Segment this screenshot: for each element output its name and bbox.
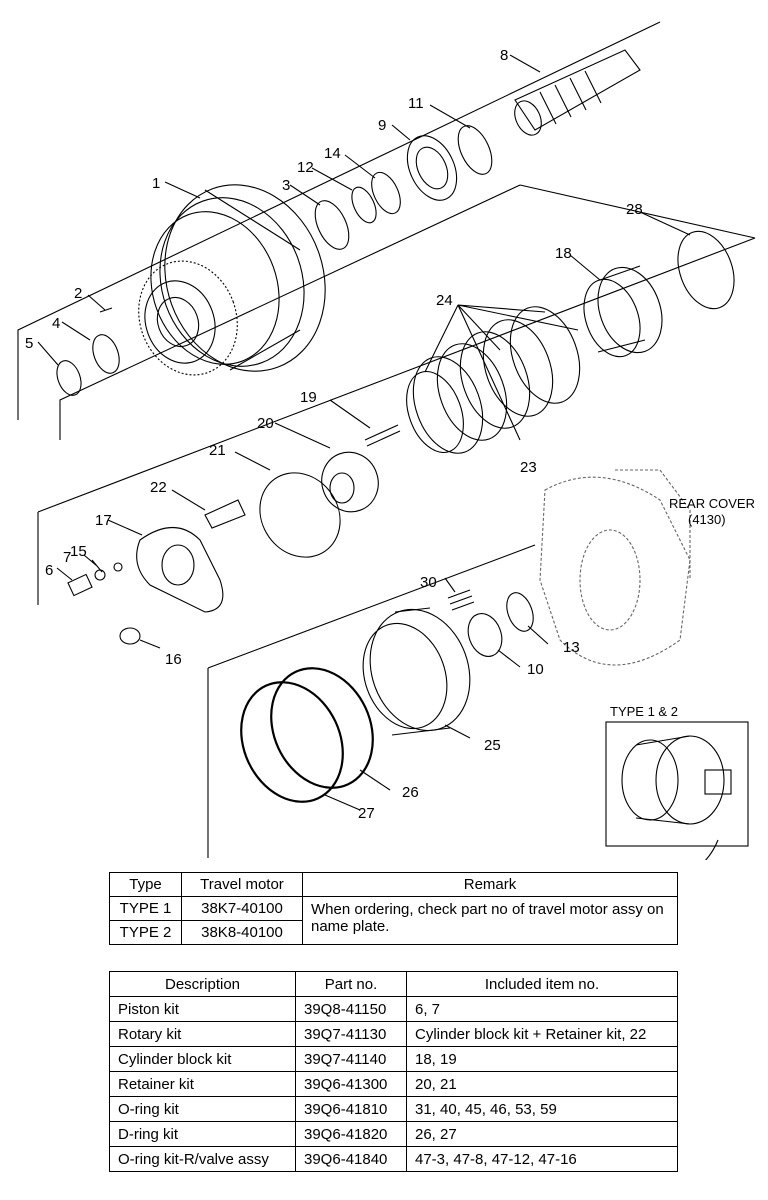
kit-description: Retainer kit [109,1071,296,1097]
kit-row: Rotary kit 39Q7-41130 Cylinder block kit… [109,1021,678,1047]
type-header: Type [109,872,182,897]
label-19: 19 [300,389,317,406]
label-2: 2 [74,285,82,302]
type-row: TYPE 2 38K8-40100 [109,920,678,945]
kit-row: Retainer kit 39Q6-41300 20, 21 [109,1071,678,1097]
label-6: 6 [45,562,53,579]
kit-items: 6, 7 [406,996,678,1022]
kit-part-no: 39Q8-41150 [295,996,407,1022]
rear-cover-label: REAR COVER [669,496,755,511]
kit-description: O-ring kit [109,1096,296,1122]
type-cell: TYPE 2 [109,920,182,945]
kit-part-no: 39Q6-41840 [295,1146,407,1172]
label-12: 12 [297,159,314,176]
kit-part-no: 39Q6-41820 [295,1121,407,1147]
kit-row: O-ring kit-R/valve assy 39Q6-41840 47-3,… [109,1146,678,1172]
type-cell: TYPE 1 [109,896,182,921]
label-1: 1 [152,175,160,192]
label-15: 15 [70,543,87,560]
friction-discs [406,304,581,454]
label-13: 13 [563,639,580,656]
piston-orings [240,607,471,803]
label-9: 9 [378,117,386,134]
kit-items: 31, 40, 45, 46, 53, 59 [406,1096,678,1122]
band-outlines [17,21,756,858]
label-14: 14 [324,145,341,162]
shaft-part [514,49,641,136]
part-labels: 1 2 3 4 5 6 7 8 9 10 11 12 13 14 15 16 1… [25,47,755,822]
label-3: 3 [282,177,290,194]
kit-row: Cylinder block kit 39Q7-41140 18, 19 [109,1046,678,1072]
type-inset: TYPE 1 & 2 [605,704,749,860]
label-20: 20 [257,415,274,432]
rear-cover-part [539,469,691,666]
label-11: 11 [408,95,424,112]
travel-motor-header: Travel motor [181,872,303,897]
kit-items: 20, 21 [406,1071,678,1097]
rear-cover-code: (4130) [688,512,726,527]
label-10: 10 [527,661,544,678]
description-header: Description [109,971,296,997]
piston-spring-bearing [447,589,534,657]
kit-part-no: 39Q6-41300 [295,1071,407,1097]
kit-table: Description Part no. Included item no. P… [109,971,678,1172]
exploded-parts-diagram: 1 2 3 4 5 6 7 8 9 10 11 12 13 14 15 16 1… [17,21,756,860]
bearing-rings [56,125,493,396]
kit-description: O-ring kit-R/valve assy [109,1146,296,1172]
kit-description: Cylinder block kit [109,1046,296,1072]
kit-items: 26, 27 [406,1121,678,1147]
label-25: 25 [484,737,501,754]
kit-part-no: 39Q6-41810 [295,1096,407,1122]
kit-items: 18, 19 [406,1046,678,1072]
kit-description: Rotary kit [109,1021,296,1047]
label-7: 7 [63,549,71,566]
cylinder-block-part [583,230,735,358]
inset-title: TYPE 1 & 2 [610,704,678,719]
kit-part-no: 39Q7-41140 [295,1046,407,1072]
label-26: 26 [402,784,419,801]
motor-cell: 38K8-40100 [181,920,303,945]
included-items-header: Included item no. [406,971,678,997]
label-18: 18 [555,245,572,262]
kit-description: D-ring kit [109,1121,296,1147]
kit-row: O-ring kit 39Q6-41810 31, 40, 45, 46, 53… [109,1096,678,1122]
kit-row: Piston kit 39Q8-41150 6, 7 [109,996,678,1022]
label-5: 5 [25,335,33,352]
label-17: 17 [95,512,112,529]
retainer-parts [204,424,401,558]
type-table: Type Travel motor Remark TYPE 1 38K7-401… [109,872,678,945]
label-27: 27 [358,805,375,822]
kit-description: Piston kit [109,996,296,1022]
housing-part [138,184,326,376]
label-24: 24 [436,292,453,309]
label-8: 8 [500,47,508,64]
remark-header: Remark [302,872,678,897]
kit-items: Cylinder block kit + Retainer kit, 22 [406,1021,678,1047]
label-28: 28 [626,201,643,218]
label-21: 21 [209,442,226,459]
label-23: 23 [520,459,537,476]
type-row: TYPE 1 38K7-40100 When ordering, check p… [109,896,678,945]
kit-row: D-ring kit 39Q6-41820 26, 27 [109,1121,678,1147]
motor-cell: 38K7-40100 [181,896,303,921]
label-30: 30 [420,574,437,591]
label-22: 22 [150,479,167,496]
kit-items: 47-3, 47-8, 47-12, 47-16 [406,1146,678,1172]
leader-lines [37,54,691,811]
label-16: 16 [165,651,182,668]
label-4: 4 [52,315,60,332]
remark-cell: When ordering, check part no of travel m… [302,896,678,945]
valve-plate-parts [67,527,224,645]
kit-part-no: 39Q7-41130 [295,1021,407,1047]
part-no-header: Part no. [295,971,407,997]
